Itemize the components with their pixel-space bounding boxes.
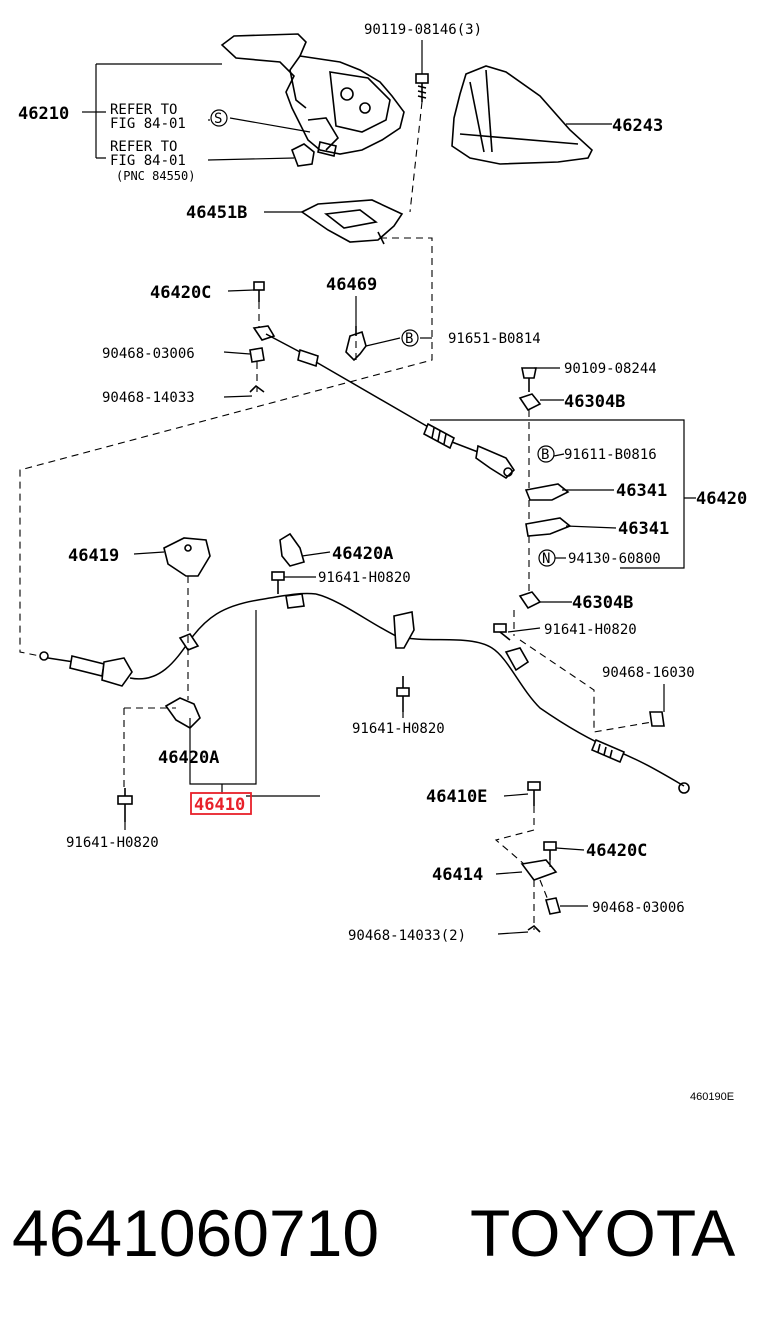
marker-b-lower: B bbox=[537, 445, 555, 463]
rear-cable-46410 bbox=[39, 592, 690, 794]
bolt-91641-h0820-center bbox=[396, 676, 410, 712]
front-cable-assembly bbox=[249, 281, 516, 480]
bracket-46419 bbox=[163, 537, 211, 577]
label-91641-h0820-c: 91641-H0820 bbox=[352, 721, 445, 737]
label-46451b: 46451B bbox=[186, 203, 247, 223]
highlight-box-46410 bbox=[190, 792, 252, 815]
label-refer-to-1: REFER TO bbox=[110, 102, 177, 118]
label-46419: 46419 bbox=[68, 546, 119, 566]
label-46420a-lower: 46420A bbox=[158, 748, 219, 768]
label-91641-h0820-b: 91641-H0820 bbox=[544, 622, 637, 638]
bolt-91641-h0820-right bbox=[493, 623, 511, 641]
label-46243: 46243 bbox=[612, 116, 663, 136]
leader-lines bbox=[82, 40, 696, 935]
label-46304b-lower: 46304B bbox=[572, 593, 633, 613]
bracket-46420a-upper bbox=[279, 532, 305, 567]
marker-s-text: S bbox=[214, 111, 222, 127]
marker-n: N bbox=[538, 549, 556, 567]
bolt-91641-h0820-lower-left bbox=[117, 788, 133, 822]
label-46414: 46414 bbox=[432, 865, 483, 885]
label-46420c-lower: 46420C bbox=[586, 841, 647, 861]
label-46420c-upper: 46420C bbox=[150, 283, 211, 303]
marker-n-text: N bbox=[542, 551, 550, 567]
clip-90468-16030 bbox=[649, 711, 665, 727]
label-91641-h0820-d: 91641-H0820 bbox=[66, 835, 159, 851]
figure-code: 460190E bbox=[690, 1091, 734, 1103]
label-90468-14033-upper: 90468-14033 bbox=[102, 390, 195, 406]
label-46420a-upper: 46420A bbox=[332, 544, 393, 564]
label-46410e: 46410E bbox=[426, 787, 487, 807]
bracket-46420a-lower bbox=[164, 697, 201, 729]
lever-boot-46243 bbox=[451, 65, 593, 165]
label-46469: 46469 bbox=[326, 275, 377, 295]
label-refer-to-2: REFER TO bbox=[110, 139, 177, 155]
label-91651-b0814: 91651-B0814 bbox=[448, 331, 541, 347]
label-46410: 46410 bbox=[194, 795, 245, 815]
lower-right-parts bbox=[520, 781, 562, 933]
label-fig-84-01-1: FIG 84-01 bbox=[110, 116, 186, 132]
bolt-90119-08146 bbox=[415, 73, 429, 102]
bracket-46451b bbox=[300, 199, 404, 245]
label-90468-16030: 90468-16030 bbox=[602, 665, 695, 681]
label-90119-08146: 90119-08146(3) bbox=[364, 22, 482, 38]
label-90468-03006-lower: 90468-03006 bbox=[592, 900, 685, 916]
parking-brake-lever-assembly bbox=[220, 33, 405, 167]
label-pnc-84550: (PNC 84550) bbox=[116, 169, 195, 183]
label-46304b-upper: 46304B bbox=[564, 392, 625, 412]
equalizer-parts bbox=[518, 367, 572, 610]
footer-part-number: 4641060710 bbox=[12, 1196, 379, 1270]
label-46210: 46210 bbox=[18, 104, 69, 124]
label-46341-a: 46341 bbox=[616, 481, 667, 501]
marker-s: S bbox=[210, 109, 228, 127]
label-94130-60800: 94130-60800 bbox=[568, 551, 661, 567]
bolt-91641-h0820-upper bbox=[271, 571, 285, 594]
marker-b-upper-text: B bbox=[405, 331, 413, 347]
label-46341-b: 46341 bbox=[618, 519, 669, 539]
label-90468-14033-lower: 90468-14033(2) bbox=[348, 928, 466, 944]
label-46420: 46420 bbox=[696, 489, 747, 509]
part-labels: 90119-08146(3) 46210 REFER TO FIG 84-01 … bbox=[18, 22, 747, 944]
marker-b-upper: B bbox=[401, 329, 419, 347]
label-91611-b0816: 91611-B0816 bbox=[564, 447, 657, 463]
label-90468-03006-upper: 90468-03006 bbox=[102, 346, 195, 362]
assembly-dashed-lines bbox=[19, 101, 653, 930]
marker-b-lower-text: B bbox=[541, 447, 549, 463]
footer-brand: TOYOTA bbox=[470, 1196, 735, 1270]
label-fig-84-01-2: FIG 84-01 bbox=[110, 153, 186, 169]
label-91641-h0820-a: 91641-H0820 bbox=[318, 570, 411, 586]
label-90109-08244: 90109-08244 bbox=[564, 361, 657, 377]
